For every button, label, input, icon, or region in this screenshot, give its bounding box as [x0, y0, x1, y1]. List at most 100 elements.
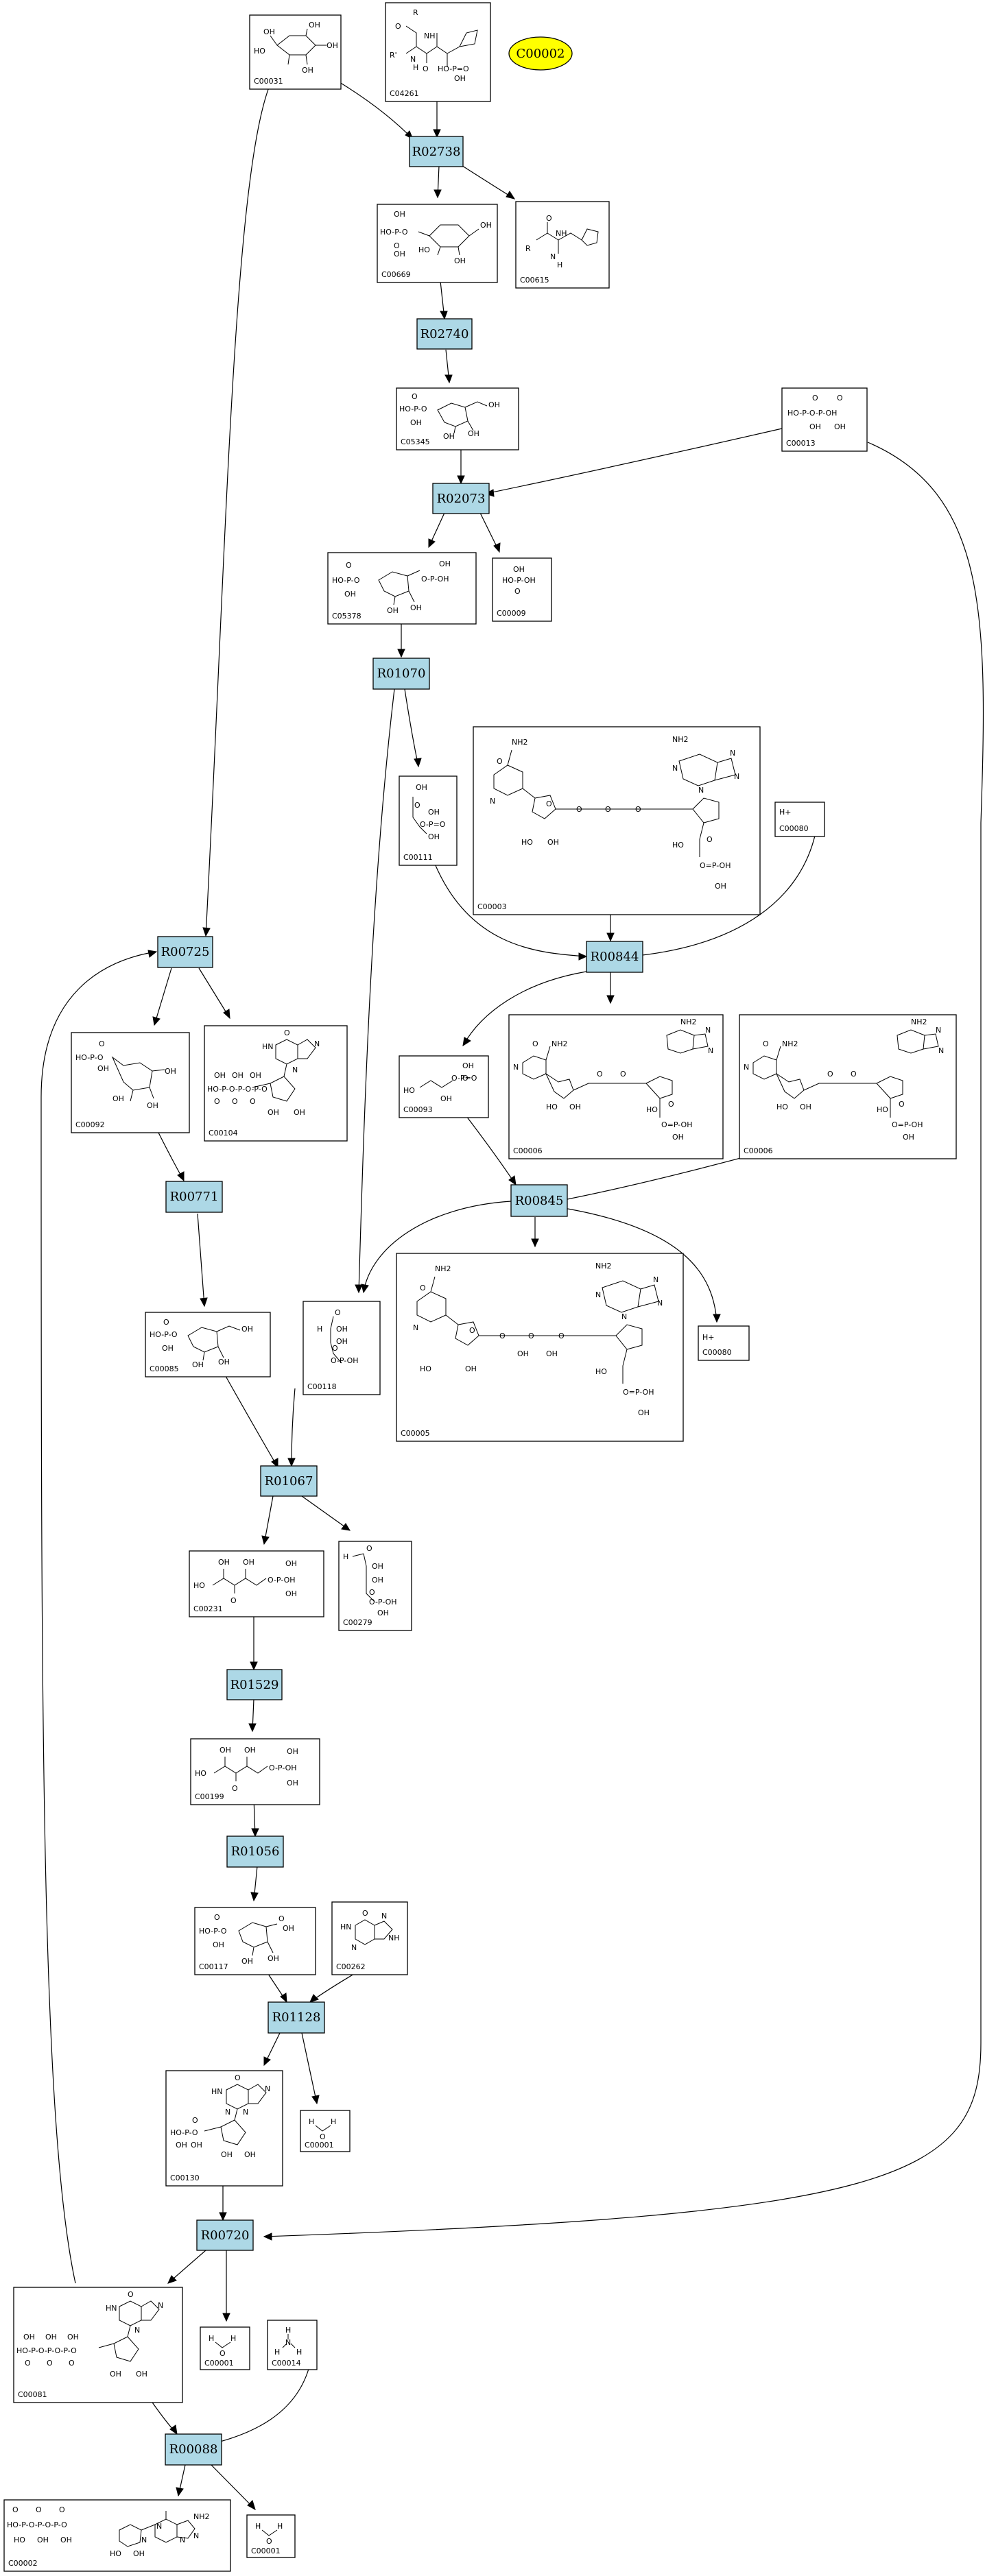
compound-id: C00003 — [477, 902, 507, 911]
atom: O — [250, 1097, 256, 1106]
atom: N — [698, 786, 704, 795]
compound-node[interactable]: R O NH R' N H O HO-P=O OH C04261 — [385, 2, 491, 102]
atom: NH2 — [672, 735, 689, 744]
reaction-node[interactable]: R01067 — [260, 1465, 318, 1497]
atom: OH — [165, 1067, 176, 1076]
arrowhead-r01128-b — [309, 1994, 319, 2003]
atom: O-P-OH — [369, 1598, 397, 1606]
atom: O-P=O — [451, 1074, 477, 1083]
compound-node[interactable]: H+ C00080 — [698, 1325, 750, 1361]
compound-id: C00279 — [343, 1618, 372, 1627]
atom: OH — [903, 1133, 914, 1142]
compound-node[interactable]: H O OH OH O O-P-OH OH C00279 — [338, 1541, 412, 1631]
atom: OH — [23, 2333, 35, 2342]
atom: OH — [191, 2141, 202, 2150]
reaction-node[interactable]: R02073 — [432, 483, 490, 514]
compound-node[interactable]: O HN N N NH C00262 — [331, 1901, 408, 1975]
compound-node[interactable]: O HO-P-O OH OH OH OH C00085 — [145, 1312, 271, 1377]
arrowhead-c00093 — [462, 1037, 471, 1047]
compound-node[interactable]: O HO-P-O OH O OH OH OH C00117 — [194, 1907, 316, 1975]
atom: OH — [241, 1325, 253, 1334]
compound-node[interactable]: O HN N N N O HO-P-O OH OH OH OH C00130 — [165, 2070, 283, 2187]
compound-node[interactable]: H O H C00001 — [246, 2514, 296, 2558]
compound-node[interactable]: OH O OH O-P=O OH C00111 — [399, 775, 458, 866]
atom: OH — [428, 808, 440, 817]
atom: O=P-OH — [700, 861, 731, 870]
structure — [418, 224, 479, 256]
atom: H+ — [702, 1333, 715, 1342]
atom: N — [243, 2108, 248, 2117]
edge-r00725-c00092 — [154, 967, 172, 1026]
compound-node[interactable]: H N H H C00014 — [267, 2320, 318, 2370]
compound-node[interactable]: O HO-P-O OH OH OH OH C05345 — [396, 387, 519, 450]
compound-node[interactable]: OH OH HO OH OH C00031 — [249, 14, 342, 90]
edge-r00844-c00093 — [462, 970, 596, 1046]
atom: OH — [112, 1094, 124, 1103]
compound-id: C04261 — [390, 89, 419, 98]
compound-node[interactable]: NH2 O NH2 N N N N O O O N O HO OH HO O O… — [473, 726, 761, 915]
atom: O — [214, 1097, 220, 1106]
compound-node[interactable]: OH O HO O-P=O OH C00093 — [399, 1055, 489, 1118]
edge-r01128-c00001a — [301, 2032, 318, 2104]
reaction-node[interactable]: R01070 — [372, 658, 430, 690]
atom: O — [163, 1318, 169, 1327]
structure — [315, 2125, 331, 2132]
atom: NH2 — [782, 1039, 798, 1048]
compound-node[interactable]: O HN N N OH OH OH HO-P-O-P-O-P-O O O O O… — [204, 1025, 348, 1142]
atom: O — [528, 1332, 534, 1340]
reaction-node[interactable]: R02740 — [416, 318, 473, 350]
compound-node[interactable]: O O O NH2 HO-P-O-P-O-P-O N N N HO OH OH … — [3, 2499, 231, 2572]
arrowhead-c00117 — [250, 1892, 259, 1902]
reaction-node[interactable]: R01529 — [226, 1669, 283, 1700]
compound-node[interactable]: OH HO-P-O O OH HO OH OH C00669 — [377, 204, 498, 283]
compound-node[interactable]: NH2 O NH2 N N N O O HO OH HO O O=P-OH OH… — [508, 1014, 724, 1159]
compound-node[interactable]: O HO-P-O OH OH O-P-OH OH OH C05378 — [327, 552, 477, 625]
atom: OH — [454, 256, 466, 265]
reaction-node[interactable]: R00088 — [165, 2433, 222, 2466]
reaction-node[interactable]: R00771 — [165, 1181, 223, 1213]
reaction-node[interactable]: R00844 — [586, 941, 643, 973]
compound-node[interactable]: H O H C00001 — [300, 2110, 351, 2152]
reaction-node[interactable]: R01056 — [226, 1835, 284, 1868]
compound-node[interactable]: NH2 O NH2 N N N N O O O N O HO OH HO OH … — [396, 1253, 684, 1442]
compound-node[interactable]: O O HO-P-O-P-OH OH OH C00013 — [781, 387, 868, 452]
atom: O — [532, 1039, 538, 1048]
compound-node[interactable]: NH2 O NH2 N N N O O HO OH HO O O=P-OH OH… — [739, 1014, 957, 1159]
compound-node[interactable]: O HO-P-O OH OH OH OH C00092 — [71, 1032, 190, 1133]
edge-r00771-c00085 — [197, 1213, 205, 1307]
reaction-node[interactable]: R00845 — [510, 1184, 568, 1217]
compound-node[interactable]: O HN N N OH OH OH HO-P-O-P-O-P-O O O O O… — [13, 2287, 183, 2403]
compound-node[interactable]: O NH R N H C00615 — [515, 201, 610, 289]
compound-node[interactable]: H O H C00001 — [200, 2326, 250, 2370]
atom: OH — [133, 2549, 145, 2558]
compound-node[interactable]: O H OH O OH O-P-OH C00118 — [302, 1301, 381, 1395]
compound-node[interactable]: OH HO-P-OH O C00009 — [492, 557, 552, 622]
compound-node[interactable]: OH OH HO O O-P-OH OH OH C00199 — [190, 1738, 320, 1805]
edge-r01070-c00111 — [404, 688, 419, 767]
structure — [111, 1056, 165, 1102]
atom: HO-P-O-P-OH — [787, 409, 837, 418]
atom: HO-P-O-P-O-P-O — [16, 2346, 77, 2355]
compound-id: C00111 — [403, 853, 433, 862]
compound-node[interactable]: OH OH HO OH O O-P-OH OH C00231 — [189, 1550, 324, 1617]
reaction-node[interactable]: R00725 — [157, 936, 213, 968]
atom: OH — [547, 838, 559, 847]
atom: OH — [462, 1061, 474, 1070]
atom: O — [36, 2505, 42, 2514]
atom: R' — [390, 51, 397, 60]
atom: OH — [285, 1559, 297, 1568]
highlight-node[interactable]: C00002 — [508, 36, 573, 71]
atom: OH — [327, 41, 338, 50]
atom: OH — [287, 1779, 298, 1787]
reaction-node[interactable]: R01128 — [268, 2001, 325, 2034]
atom: N — [413, 1323, 418, 1332]
atom: O — [266, 2537, 272, 2546]
reaction-node[interactable]: R00720 — [196, 2219, 254, 2251]
reaction-label: R02738 — [412, 145, 461, 159]
atom: O — [514, 587, 521, 596]
compound-node[interactable]: H+ C00080 — [774, 802, 825, 837]
structure — [378, 570, 420, 605]
atom: OH — [213, 1940, 224, 1949]
reaction-node[interactable]: R02738 — [409, 136, 464, 167]
atom: O=P-OH — [661, 1120, 692, 1129]
